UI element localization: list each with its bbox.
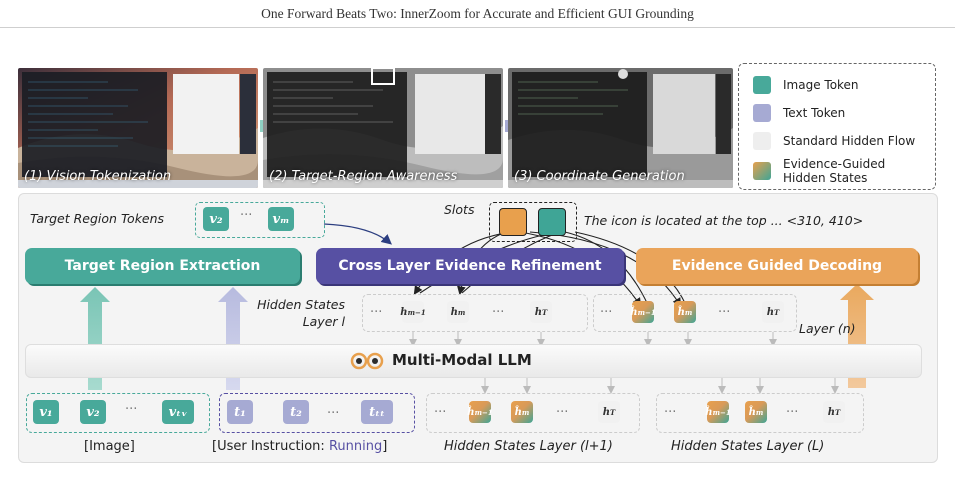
slots-box	[489, 202, 577, 242]
legend-item: Evidence-Guided Hidden States	[753, 157, 913, 185]
standard-hidden-swatch	[753, 132, 771, 150]
step-caption: (2) Target-Region Awareness	[269, 169, 458, 184]
output-text: The icon is located at the top ... <310,…	[584, 213, 864, 228]
slots-label: Slots	[444, 202, 475, 217]
hidden-states-layer-l1	[426, 393, 640, 433]
ellipsis: ···	[718, 305, 731, 320]
target-token-v2: v₂	[203, 207, 229, 231]
image-tokens-box	[26, 393, 210, 433]
step-caption: (1) Vision Tokenization	[24, 169, 172, 184]
image-token-vT: vₜᵥ	[162, 400, 194, 424]
legend-item: Text Token	[753, 104, 845, 122]
ellipsis: ···	[240, 208, 253, 223]
cross-layer-refinement-box: Cross Layer Evidence Refinement	[316, 248, 624, 284]
text-token-swatch	[753, 104, 771, 122]
header-rule	[0, 27, 955, 28]
target-region-tokens-box	[195, 202, 325, 238]
image-token-swatch	[753, 76, 771, 94]
llm-title: Multi-Modal LLM	[392, 351, 532, 369]
ellipsis: ···	[434, 405, 447, 420]
screenshot-step-3: (3) Coordinate Generation	[508, 68, 733, 188]
text-token-tT: tₜₜ	[361, 400, 393, 424]
evidence-guided-swatch	[753, 162, 771, 180]
layer-n-label: Layer (n)	[799, 321, 856, 336]
screenshot-image	[508, 68, 733, 188]
ellipsis: ...	[327, 402, 340, 417]
llm-logo-icon	[350, 352, 384, 374]
evidence-guided-decoding-box: Evidence Guided Decoding	[636, 248, 918, 284]
text-token-t1: t₁	[227, 400, 253, 424]
hidden-states-layer-l-label: Hidden States Layer l	[257, 297, 345, 329]
ellipsis: ···	[600, 305, 613, 320]
screenshot-image	[263, 68, 503, 188]
text-tokens-box	[219, 393, 415, 433]
hidden-states-layer-L	[656, 393, 864, 433]
ellipsis: ···	[556, 405, 569, 420]
screenshot-step-2: (2) Target-Region Awareness	[263, 68, 503, 188]
slot-teal	[538, 208, 566, 236]
slot-orange	[499, 208, 527, 236]
user-instruction-label: [User Instruction: Running]	[212, 439, 388, 454]
ellipsis: ···	[370, 305, 383, 320]
hidden-states-layer-n	[593, 294, 797, 332]
ellipsis: ···	[786, 405, 799, 420]
page-header: One Forward Beats Two: InnerZoom for Acc…	[261, 6, 694, 21]
text-token-t2: t₂	[283, 400, 309, 424]
hidden-states-layer-l1-label: Hidden States Layer (l+1)	[444, 439, 613, 454]
image-token-v1: v₁	[33, 400, 59, 424]
target-token-vm: vₘ	[268, 207, 294, 231]
hidden-states-layer-l	[362, 294, 588, 332]
image-label: [Image]	[84, 439, 135, 454]
ellipsis: ···	[125, 402, 138, 417]
ellipsis: ···	[492, 305, 505, 320]
screenshot-image	[18, 68, 258, 188]
step-caption: (3) Coordinate Generation	[514, 169, 685, 184]
llm-bar	[25, 344, 922, 378]
target-region-tokens-label: Target Region Tokens	[30, 211, 165, 226]
legend-item: Image Token	[753, 76, 859, 94]
target-region-extraction-box: Target Region Extraction	[25, 248, 300, 284]
legend-item: Standard Hidden Flow	[753, 132, 915, 150]
legend: Image Token Text Token Standard Hidden F…	[738, 63, 936, 190]
image-token-v2: v₂	[80, 400, 106, 424]
hidden-states-layer-L-label: Hidden States Layer (L)	[671, 439, 825, 454]
screenshot-step-1: (1) Vision Tokenization	[18, 68, 258, 188]
ellipsis: ···	[664, 405, 677, 420]
